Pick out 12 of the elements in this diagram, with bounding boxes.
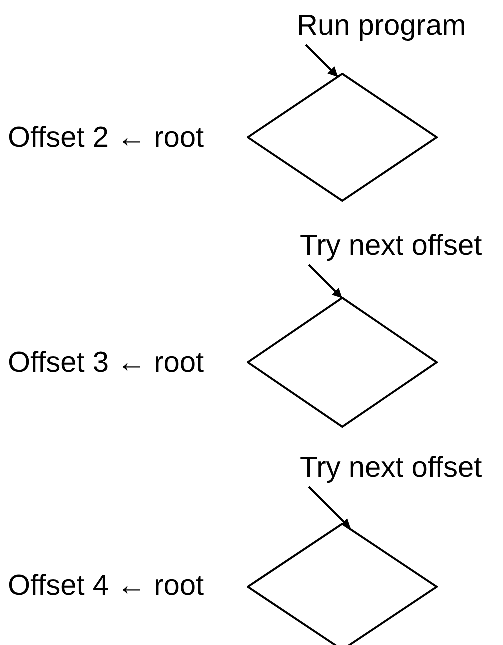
offset-note: Offset 4 ← root [8, 570, 204, 602]
offset-note: Offset 3 ← root [8, 347, 204, 379]
diamond-shape [247, 297, 438, 428]
diamond-shape [247, 523, 438, 645]
arrow [305, 44, 338, 78]
offset-note: Offset 2 ← root [8, 122, 204, 154]
arrow [308, 486, 351, 529]
arrow [308, 264, 342, 298]
step-label: Run program [297, 10, 466, 42]
diamond-shape [247, 73, 438, 202]
step-label: Try next offset [300, 452, 482, 484]
step-label: Try next offset [300, 230, 482, 262]
